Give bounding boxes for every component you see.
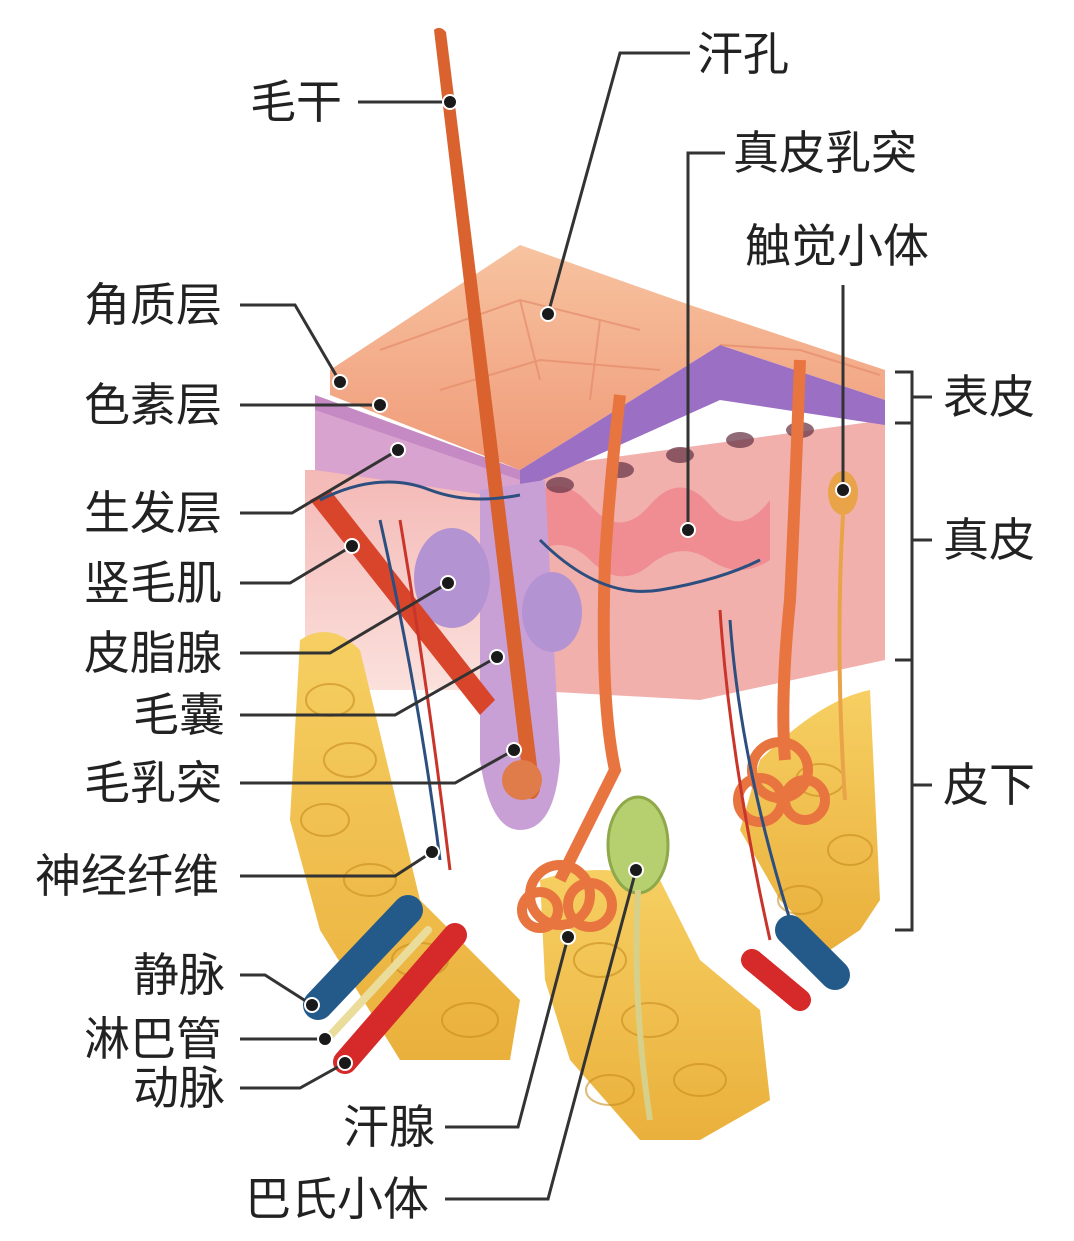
label-sweat-gland: 汗腺 bbox=[343, 1100, 435, 1154]
pacinian-corpuscle-shape bbox=[606, 795, 670, 895]
sebaceous-gland-right bbox=[522, 572, 582, 652]
label-epidermis: 表皮 bbox=[943, 370, 1035, 424]
leader-lines bbox=[240, 51, 845, 1201]
label-hypodermis: 皮下 bbox=[943, 758, 1035, 812]
layer-brackets bbox=[895, 370, 932, 932]
label-artery: 动脉 bbox=[133, 1061, 225, 1115]
meissner-nerve bbox=[837, 514, 847, 801]
lymph-left bbox=[324, 926, 432, 1042]
label-dermis: 真皮 bbox=[943, 513, 1035, 567]
sweat-duct-right bbox=[777, 359, 806, 761]
label-hair-papilla: 毛乳突 bbox=[84, 756, 222, 810]
pacinian-nerve bbox=[633, 889, 653, 1121]
artery-left bbox=[333, 923, 467, 1074]
structure-labels: 毛干 汗孔 真皮乳突 触觉小体 角质层 色素层 生发层 竖毛肌 皮脂腺 毛囊 毛… bbox=[35, 27, 1035, 1226]
vein-right bbox=[775, 915, 850, 990]
fat-center bbox=[540, 870, 770, 1140]
label-hair-shaft: 毛干 bbox=[250, 75, 342, 129]
label-stratum-corneum: 角质层 bbox=[84, 278, 222, 332]
label-meissner-corpuscle: 触觉小体 bbox=[745, 219, 929, 273]
artery-right bbox=[741, 949, 811, 1011]
hair-shaft-shape bbox=[434, 27, 540, 799]
papillae-wave bbox=[525, 486, 770, 577]
label-pacinian-corpuscle: 巴氏小体 bbox=[245, 1172, 429, 1226]
anchor-dots bbox=[304, 94, 851, 1071]
label-lymph-vessel: 淋巴管 bbox=[84, 1012, 222, 1066]
label-sebaceous-gland: 皮脂腺 bbox=[84, 626, 222, 680]
germinal-layer-band bbox=[315, 410, 520, 500]
label-vein: 静脉 bbox=[133, 948, 225, 1002]
sweat-duct-center bbox=[554, 394, 626, 883]
hair-bulb bbox=[502, 760, 542, 800]
label-sweat-pore: 汗孔 bbox=[697, 27, 789, 81]
label-pigment-layer: 色素层 bbox=[84, 378, 222, 432]
label-arrector-pili: 竖毛肌 bbox=[84, 556, 222, 610]
label-hair-follicle: 毛囊 bbox=[133, 688, 225, 742]
label-dermal-papilla: 真皮乳突 bbox=[733, 126, 917, 180]
label-nerve-fiber: 神经纤维 bbox=[35, 849, 219, 903]
skin-block bbox=[290, 27, 885, 1140]
sweat-gland-coil-center bbox=[517, 860, 617, 933]
blood-vessel-network bbox=[319, 480, 792, 941]
skin-surface-grooves bbox=[379, 298, 881, 401]
vein-left bbox=[303, 895, 423, 1020]
label-germinal-layer: 生发层 bbox=[84, 486, 222, 540]
